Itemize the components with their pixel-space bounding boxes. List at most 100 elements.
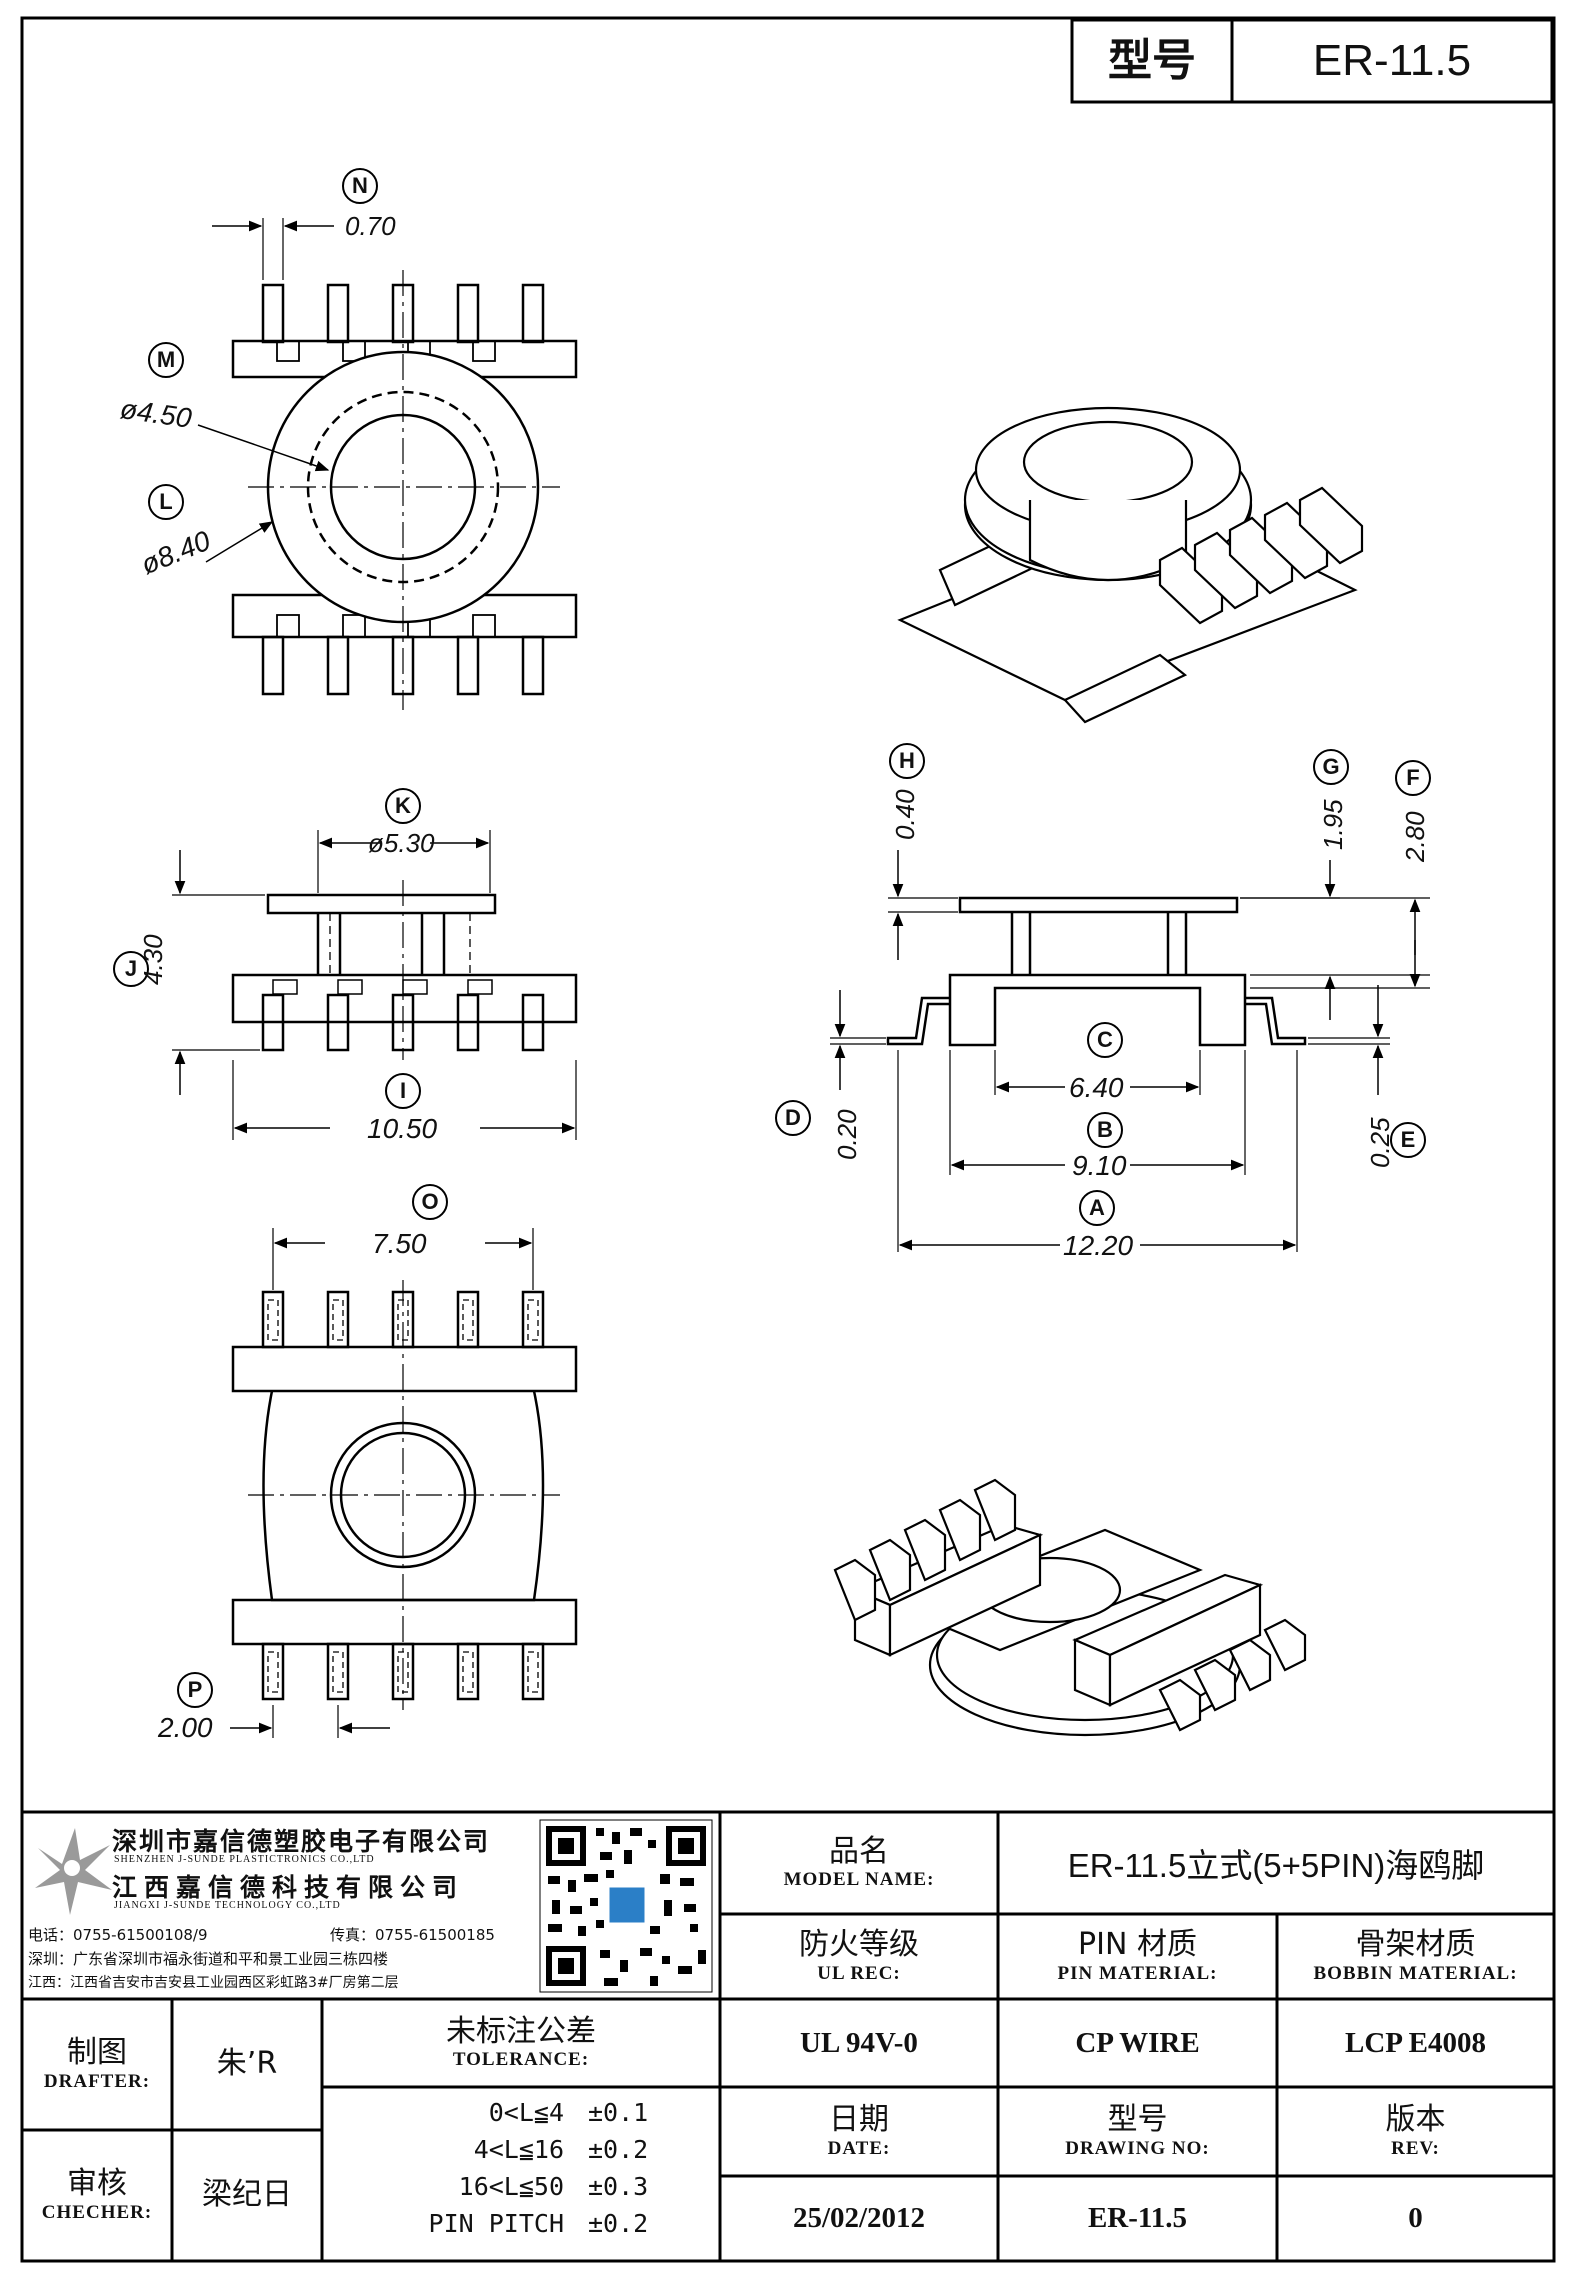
dim-value-h: 0.40	[890, 789, 920, 840]
tolerance-header: 未标注公差 TOLERANCE:	[324, 2001, 718, 2085]
tolerance-range: PIN PITCH	[428, 2209, 564, 2238]
rev-value: 0	[1408, 2202, 1423, 2234]
ul-value: UL 94V-0	[800, 2026, 918, 2059]
bottom-view-drawing	[230, 1228, 578, 1738]
bobbin-value: LCP E4008	[1345, 2026, 1486, 2059]
dim-letter-j: J	[124, 956, 138, 981]
company-address-jx: 江西：江西省吉安市吉安县工业园西区彩虹路3#厂房第二层	[28, 1975, 399, 1991]
header-model-label: 型号	[1108, 34, 1196, 86]
dim-value-k: ø5.30	[368, 828, 435, 858]
dim-value-a: 12.20	[1063, 1230, 1134, 1261]
sheet-border	[20, 16, 1556, 2263]
dim-letter-g: G	[1322, 754, 1340, 779]
company-name-jx: 江西嘉信德科技有限公司	[112, 1873, 465, 1902]
pin-zh: PIN 材质	[1078, 1927, 1197, 1963]
checker-value: 梁纪日	[202, 2177, 292, 2213]
dim-letter-f: F	[1406, 765, 1420, 790]
dim-letter-i: I	[399, 1078, 407, 1103]
pin-value: CP WIRE	[1075, 2026, 1200, 2059]
checker-en: CHECHER:	[41, 2201, 153, 2223]
dim-value-g: 1.95	[1318, 799, 1348, 850]
top-view-drawing	[197, 218, 578, 710]
tolerance-value: ±0.2	[588, 2209, 649, 2238]
drawing-zh: 型号	[1107, 2102, 1168, 2138]
bobbin-header: 骨架材质 BOBBIN MATERIAL:	[1279, 1916, 1552, 1997]
iso-view-top	[897, 406, 1364, 724]
model-name-en: MODEL NAME:	[783, 1869, 935, 1891]
tolerance-row: 0<L≦4 ±0.1	[324, 2094, 718, 2131]
dim-letter-e: E	[1400, 1127, 1416, 1152]
dim-letter-c: C	[1097, 1027, 1113, 1052]
company-name-jx-en: JIANGXI J-SUNDE TECHNOLOGY CO.,LTD	[114, 1900, 341, 1911]
checker-zh: 审核	[67, 2166, 127, 2202]
rev-zh: 版本	[1385, 2102, 1446, 2138]
tolerance-row: PIN PITCH ±0.2	[324, 2205, 718, 2242]
bobbin-en: BOBBIN MATERIAL:	[1313, 1962, 1518, 1984]
dim-letter-l: L	[159, 489, 173, 514]
header-model-value: ER-11.5	[1312, 36, 1472, 85]
date-value: 25/02/2012	[792, 2202, 926, 2234]
company-name-sz-en: SHENZHEN J-SUNDE PLASTICTRONICS CO.,LTD	[114, 1854, 375, 1865]
drafter-header: 制图 DRAFTER:	[24, 2001, 170, 2128]
date-header: 日期 DATE:	[722, 2089, 996, 2174]
dim-value-j: 4.30	[138, 934, 168, 985]
pin-header: PIN 材质 PIN MATERIAL:	[1000, 1916, 1275, 1997]
tolerance-row: 4<L≦16 ±0.2	[324, 2131, 718, 2168]
tolerance-value: ±0.2	[588, 2135, 649, 2164]
dim-letter-b: B	[1097, 1117, 1113, 1142]
model-name-value: ER-11.5立式(5+5PIN)海鸥脚	[1067, 1847, 1485, 1884]
tolerance-en: TOLERANCE:	[452, 2049, 590, 2071]
tolerance-range: 16<L≦50	[458, 2172, 564, 2201]
drawing-header: 型号 DRAWING NO:	[1000, 2089, 1275, 2174]
dim-letter-n: N	[352, 173, 368, 198]
rev-en: REV:	[1391, 2137, 1440, 2159]
dim-value-d: 0.20	[832, 1109, 862, 1160]
front-view-drawing	[830, 850, 1430, 1252]
model-name-zh: 品名	[829, 1833, 889, 1869]
top-flange-side	[266, 893, 497, 915]
company-fax: 传真：0755-61500185	[330, 1926, 495, 1944]
dimension-label-circles	[113, 168, 1431, 1708]
checker-header: 审核 CHECHER:	[24, 2132, 170, 2259]
bobbin-zh: 骨架材质	[1355, 1927, 1476, 1963]
bottom-pins	[261, 635, 545, 696]
company-phone: 电话：0755-61500108/9	[28, 1926, 208, 1944]
dim-value-n: 0.70	[345, 211, 396, 241]
ul-header: 防火等级 UL REC:	[722, 1916, 996, 1997]
drafter-en: DRAFTER:	[43, 2070, 151, 2092]
dim-value-f: 2.80	[1400, 811, 1430, 862]
dim-letter-m: M	[156, 347, 176, 372]
tolerance-row: 16<L≦50 ±0.3	[324, 2168, 718, 2205]
title-block-grid	[22, 1810, 1554, 2261]
dim-letter-d: D	[785, 1105, 801, 1130]
tolerance-value: ±0.1	[588, 2098, 649, 2127]
dim-letter-k: K	[395, 793, 411, 818]
dim-letter-o: O	[421, 1189, 439, 1214]
dim-letter-h: H	[899, 748, 915, 773]
dim-value-i: 10.50	[367, 1113, 438, 1144]
tolerance-table: 0<L≦4 ±0.1 4<L≦16 ±0.2 16<L≦50 ±0.3 PIN …	[324, 2094, 718, 2242]
drafter-value: 朱’R	[216, 2046, 278, 2082]
iso-view-bottom	[833, 1478, 1307, 1737]
dim-letter-p: P	[187, 1677, 203, 1702]
drafter-zh: 制图	[67, 2035, 127, 2071]
dim-value-c: 6.40	[1069, 1072, 1124, 1103]
ul-zh: 防火等级	[799, 1927, 919, 1963]
company-address-sz: 深圳：广东省深圳市福永街道和平和景工业园三栋四楼	[28, 1950, 389, 1968]
drawing-value: ER-11.5	[1087, 2202, 1188, 2234]
tolerance-value: ±0.3	[588, 2172, 649, 2201]
base-side	[231, 973, 578, 1024]
pin-en: PIN MATERIAL:	[1057, 1962, 1218, 1984]
qr-code	[539, 1819, 713, 1993]
date-zh: 日期	[829, 2102, 889, 2138]
dim-value-o: 7.50	[372, 1228, 427, 1259]
date-en: DATE:	[827, 2137, 891, 2159]
ul-en: UL REC:	[817, 1962, 901, 1984]
header-model-box	[1070, 18, 1554, 104]
dim-letter-a: A	[1089, 1195, 1105, 1220]
side-view-drawing	[172, 830, 578, 1140]
model-name-header: 品名 MODEL NAME:	[722, 1814, 996, 1912]
dim-value-p: 2.00	[158, 1712, 213, 1743]
tolerance-range: 4<L≦16	[473, 2135, 564, 2164]
